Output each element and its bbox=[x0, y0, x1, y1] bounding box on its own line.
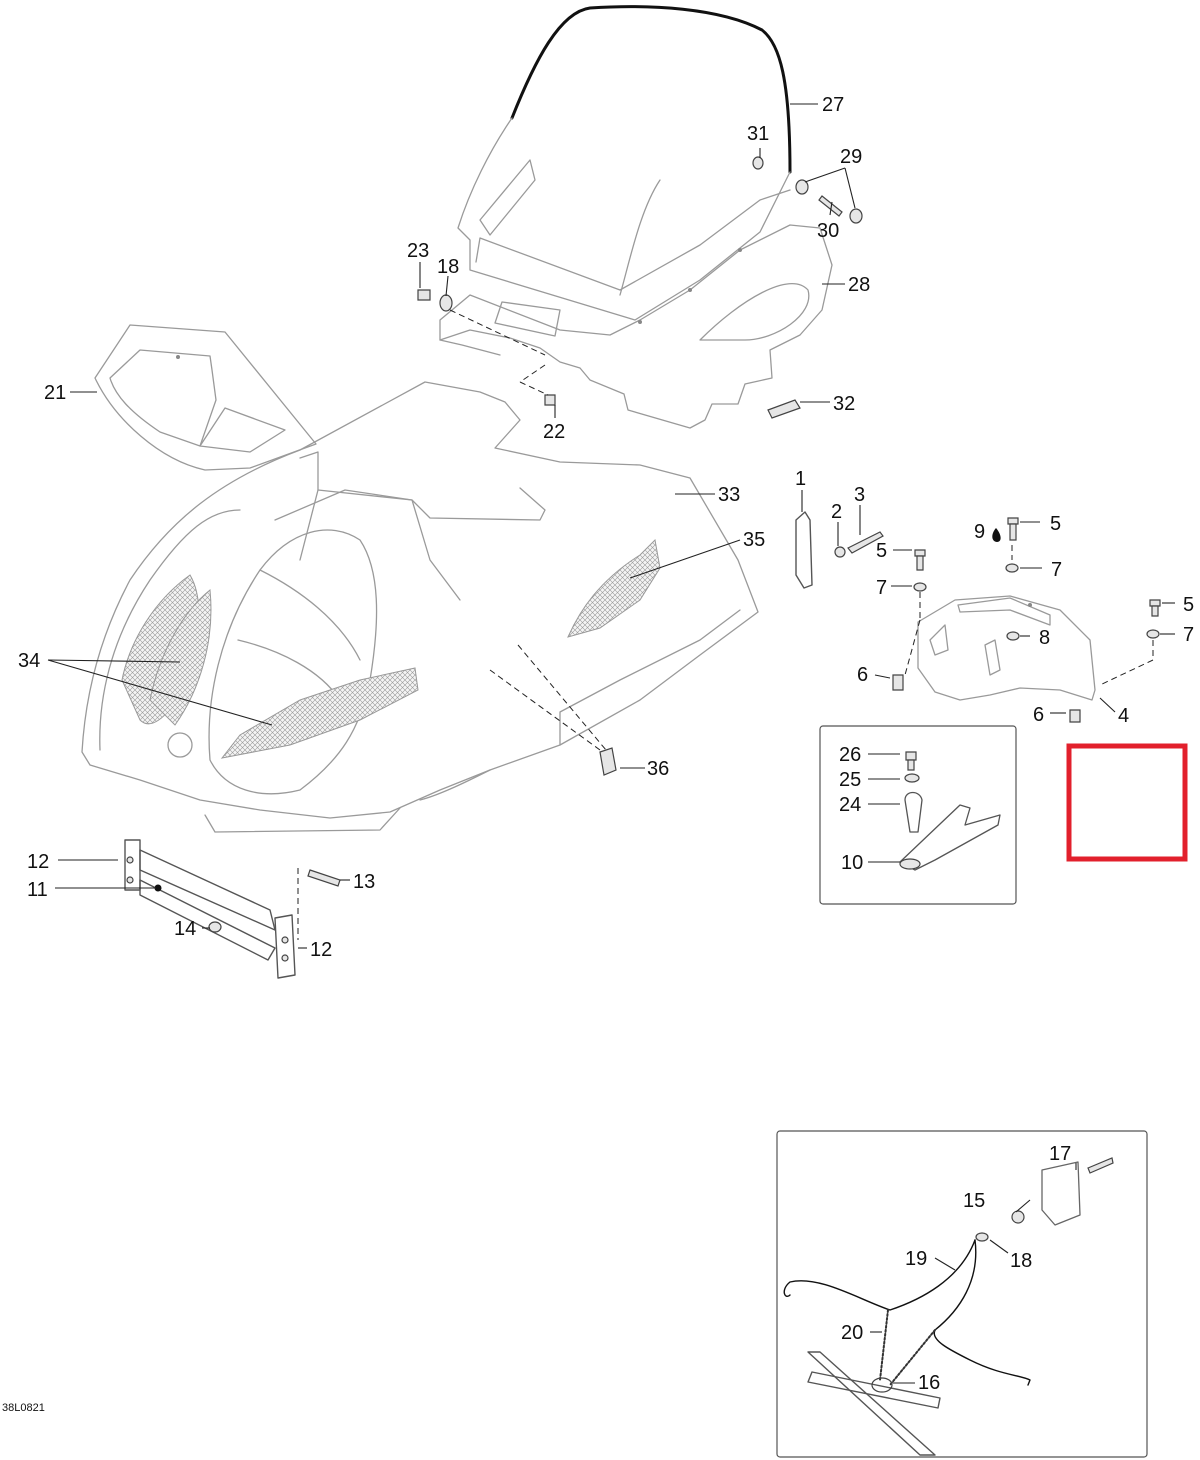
windshield-part bbox=[457, 5, 792, 321]
callout-1: 1 bbox=[795, 468, 806, 490]
callout-19: 19 bbox=[905, 1248, 927, 1270]
callout-33: 33 bbox=[718, 484, 740, 506]
callout-labels: 27 31 29 30 28 23 18 21 22 32 33 35 34 3… bbox=[2, 94, 1194, 1414]
callout-26: 26 bbox=[839, 744, 861, 766]
assembly-lines bbox=[297, 309, 1154, 940]
windshield-panel-part bbox=[439, 224, 833, 429]
callout-7-right: 7 bbox=[1183, 624, 1194, 646]
callout-9: 9 bbox=[974, 521, 985, 543]
callout-25: 25 bbox=[839, 769, 861, 791]
callout-11: 11 bbox=[27, 879, 48, 901]
callout-12-bottom: 12 bbox=[310, 939, 332, 961]
callout-8: 8 bbox=[1039, 627, 1050, 649]
callout-7-mid: 7 bbox=[1051, 559, 1062, 581]
callout-18-inset: 18 bbox=[1010, 1250, 1032, 1272]
callout-4: 4 bbox=[1118, 705, 1129, 727]
callout-14: 14 bbox=[174, 918, 196, 940]
callout-22: 22 bbox=[543, 421, 565, 443]
callout-18-top: 18 bbox=[437, 256, 459, 278]
callout-2: 2 bbox=[831, 501, 842, 523]
leader-lines bbox=[47, 103, 1175, 949]
callout-6-left: 6 bbox=[857, 664, 868, 686]
callout-17: 17 bbox=[1049, 1143, 1071, 1165]
inset-box-tether bbox=[776, 1130, 1148, 1458]
callout-12-top: 12 bbox=[27, 851, 49, 873]
bracket-assembly-part bbox=[124, 839, 341, 979]
callout-28: 28 bbox=[848, 274, 870, 296]
hardware-group bbox=[417, 156, 1161, 776]
callout-24: 24 bbox=[839, 794, 861, 816]
callout-6-right: 6 bbox=[1033, 704, 1044, 726]
callout-20: 20 bbox=[841, 1322, 863, 1344]
callout-13: 13 bbox=[353, 871, 375, 893]
callout-10: 10 bbox=[841, 852, 863, 874]
callout-31: 31 bbox=[747, 123, 769, 145]
side-panel-part bbox=[94, 324, 317, 471]
callout-29: 29 bbox=[840, 146, 862, 168]
callout-3: 3 bbox=[854, 484, 865, 506]
callout-16: 16 bbox=[918, 1372, 940, 1394]
callout-5-mid: 5 bbox=[1050, 513, 1061, 535]
fairing-plate-part bbox=[917, 595, 1096, 701]
hood-part bbox=[81, 339, 759, 833]
callout-15: 15 bbox=[963, 1190, 985, 1212]
callout-7-left: 7 bbox=[876, 577, 887, 599]
bracket-1-part bbox=[795, 511, 884, 589]
callout-34: 34 bbox=[18, 650, 40, 672]
callout-5-left: 5 bbox=[876, 540, 887, 562]
callout-36: 36 bbox=[647, 758, 669, 780]
callout-23: 23 bbox=[407, 240, 429, 262]
highlight-box bbox=[1066, 743, 1188, 862]
inset-box-hardware bbox=[819, 725, 1017, 905]
callout-27: 27 bbox=[822, 94, 844, 116]
callout-35: 35 bbox=[743, 529, 765, 551]
callout-21: 21 bbox=[44, 382, 66, 404]
callout-32: 32 bbox=[833, 393, 855, 415]
document-id: 38L0821 bbox=[2, 1402, 45, 1414]
callout-5-right: 5 bbox=[1183, 594, 1194, 616]
callout-30: 30 bbox=[817, 220, 839, 242]
